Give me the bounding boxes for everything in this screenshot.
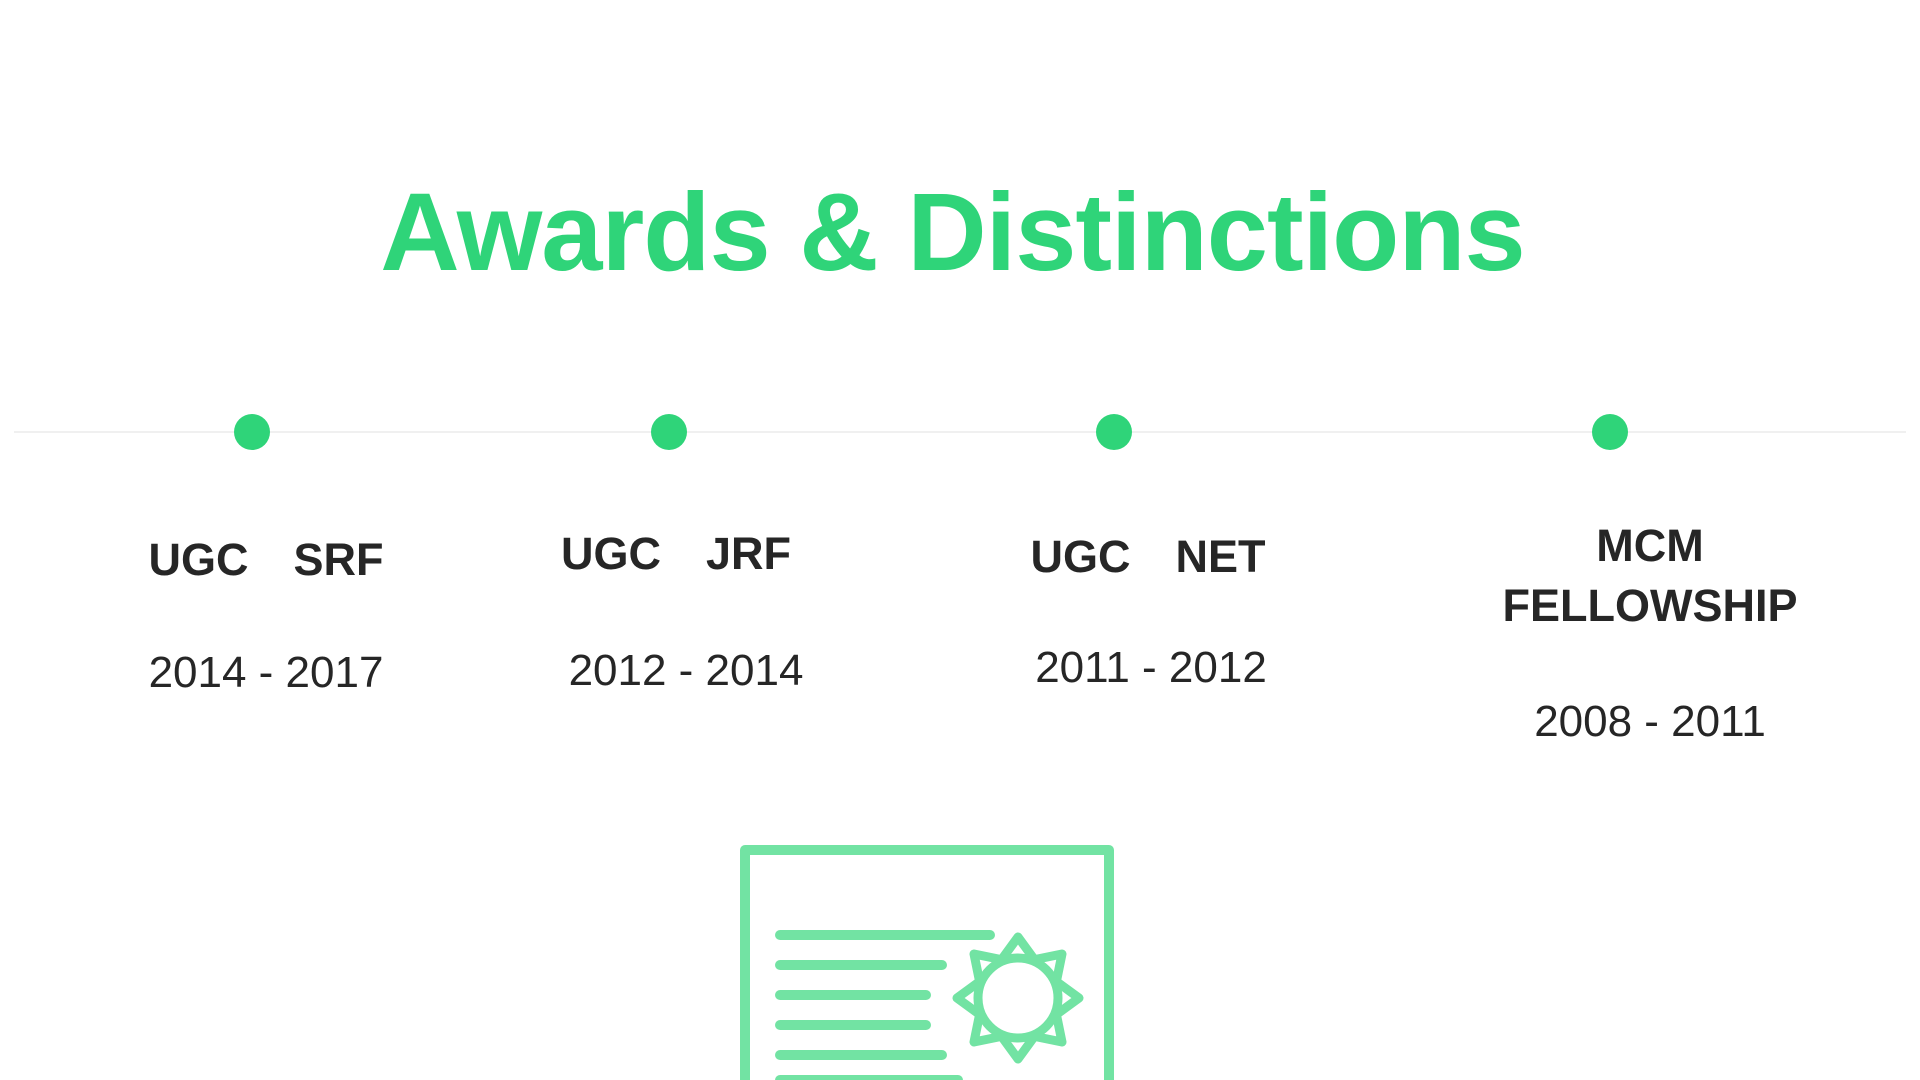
timeline-line	[14, 431, 1906, 433]
certificate-icon	[740, 845, 1114, 1080]
page-title: Awards & Distinctions	[380, 171, 1525, 294]
timeline-dot	[1592, 414, 1628, 450]
award-name: MCM FELLOWSHIP	[1502, 520, 1798, 631]
award-years: 2011 - 2012	[1035, 643, 1267, 692]
award-name: UGC JRF	[560, 528, 791, 579]
award-name: UGC SRF	[148, 534, 384, 585]
award-name: UGC NET	[1030, 531, 1266, 582]
timeline-dot	[1096, 414, 1132, 450]
award-years: 2012 - 2014	[568, 646, 804, 695]
timeline-dot	[651, 414, 687, 450]
award-years: 2014 - 2017	[148, 648, 384, 697]
timeline-dot	[234, 414, 270, 450]
award-years: 2008 - 2011	[1534, 697, 1766, 746]
